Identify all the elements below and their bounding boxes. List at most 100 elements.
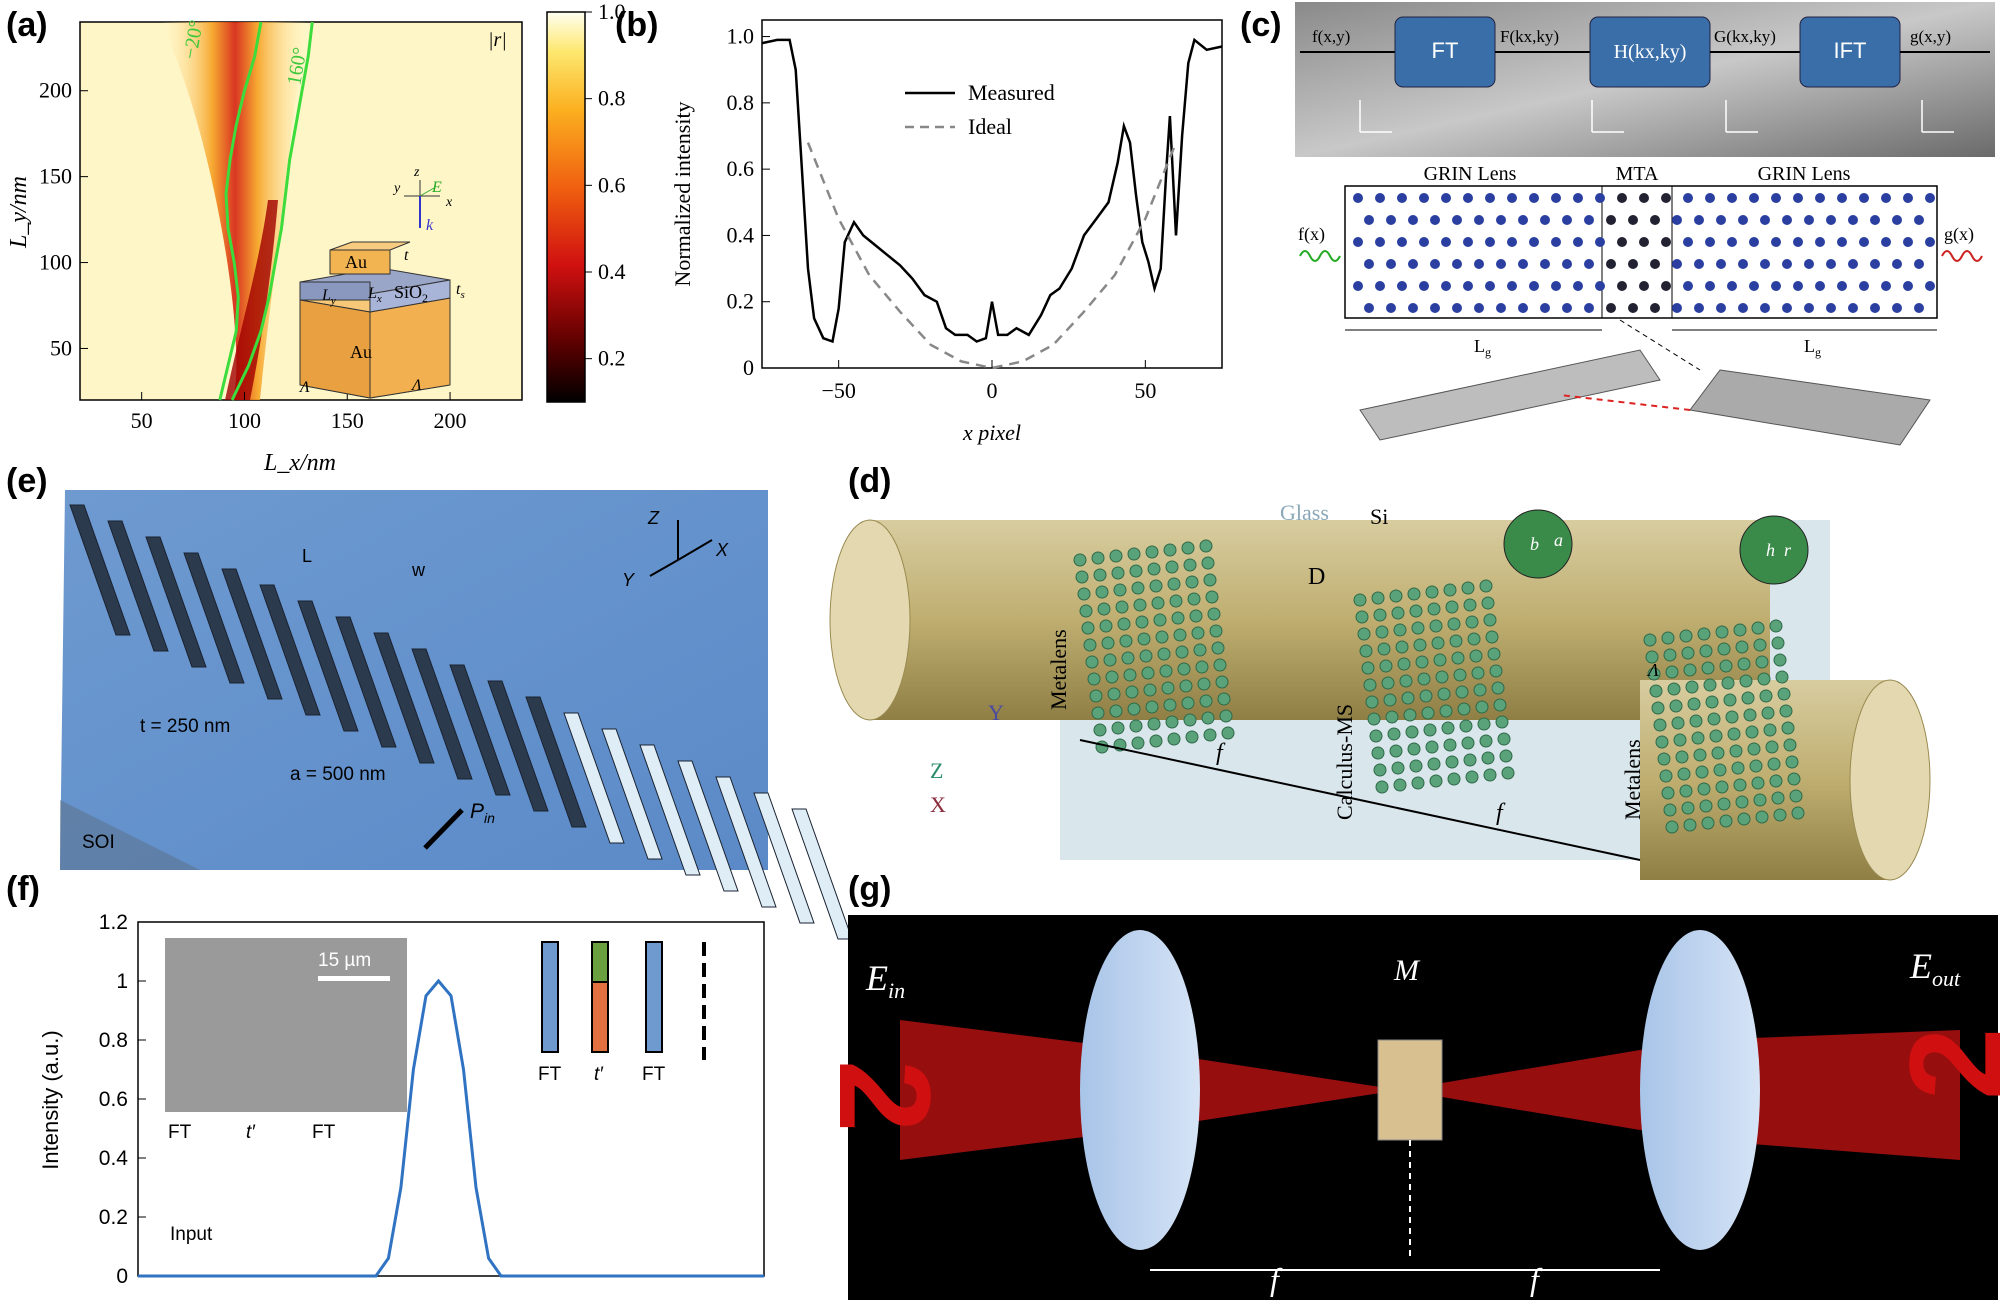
- grating-slot: [69, 504, 131, 636]
- metasurface-pillar: [1499, 749, 1513, 763]
- metasurface-pillar: [1189, 609, 1203, 623]
- panel-a-y-label: L_y/nm: [6, 176, 32, 249]
- metasurface-pillar: [1477, 717, 1491, 731]
- lattice-atom: [1749, 237, 1759, 247]
- lattice-atom: [1892, 215, 1902, 225]
- output-glyph: 2: [1882, 1028, 2001, 1100]
- metasurface-pillar: [1097, 602, 1111, 616]
- metasurface-pillar: [1493, 698, 1507, 712]
- metasurface-pillar: [1445, 755, 1459, 769]
- lattice-atom: [1727, 237, 1737, 247]
- a-ytick-label: 150: [39, 164, 72, 189]
- metasurface-pillar: [1687, 697, 1701, 711]
- metasurface-pillar: [1433, 653, 1447, 667]
- b-xtick-label: 0: [987, 378, 998, 403]
- lattice-atom: [1650, 303, 1660, 313]
- metasurface-pillar: [1775, 670, 1789, 684]
- metasurface-pillar: [1157, 647, 1171, 661]
- lattice-atom: [1793, 237, 1803, 247]
- lattice-atom: [1716, 259, 1726, 269]
- b-xtick-label: −50: [821, 378, 855, 403]
- slot-width-label: w: [411, 560, 426, 580]
- metasurface-pillar: [1501, 766, 1515, 780]
- metasurface-pillar: [1715, 625, 1729, 639]
- metasurface-pillar: [1375, 780, 1389, 794]
- lattice-atom: [1617, 281, 1627, 291]
- lattice-atom: [1661, 193, 1671, 203]
- grating-slot: [639, 744, 701, 876]
- metasurface-pillar: [1757, 672, 1771, 686]
- metasurface-pillar: [1699, 799, 1713, 813]
- lattice-atom: [1540, 303, 1550, 313]
- lattice-atom: [1793, 281, 1803, 291]
- lattice-atom: [1661, 281, 1671, 291]
- a-xtick-label: 200: [434, 408, 467, 433]
- panel-f-series: [138, 978, 764, 1278]
- lattice-atom: [1815, 237, 1825, 247]
- lattice-atom: [1771, 193, 1781, 203]
- grating-slot: [753, 792, 815, 924]
- metasurface-pillar: [1735, 795, 1749, 809]
- metasurface-pillar: [1217, 692, 1231, 706]
- metasurface-pillar: [1737, 657, 1751, 671]
- lattice-atom: [1672, 259, 1682, 269]
- metasurface-pillar: [1667, 682, 1681, 696]
- lattice-atom: [1430, 215, 1440, 225]
- metasurface-pillar: [1661, 786, 1675, 800]
- lattice-atom: [1584, 259, 1594, 269]
- metasurface-pillar: [1479, 579, 1493, 593]
- lattice-atom: [1595, 281, 1605, 291]
- metasurface-pillar: [1421, 706, 1435, 720]
- metasurface-pillar: [1383, 693, 1397, 707]
- cylinder-right-face: [1849, 679, 1931, 881]
- lattice-atom: [1408, 215, 1418, 225]
- metasurface-pillar: [1167, 732, 1181, 746]
- lattice-atom: [1485, 281, 1495, 291]
- lattice-atom: [1837, 237, 1847, 247]
- metasurface-pillar: [1207, 607, 1221, 621]
- grating-slot: [183, 552, 245, 684]
- inset-structure: Au SiO2 Au t ts Lx Ly Λ Λ z y x E k: [298, 165, 465, 399]
- metasurface-pillar: [1487, 647, 1501, 661]
- metasurface-pillars: [1073, 539, 1805, 834]
- scale-bar-label: 15 µm: [318, 950, 371, 971]
- metasurface-pillar: [1129, 564, 1143, 578]
- b-ytick-label: 0.6: [727, 156, 755, 181]
- metasurface-pillar: [1693, 748, 1707, 762]
- metasurface-pillar: [1203, 573, 1217, 587]
- metasurface-pillar: [1199, 694, 1213, 708]
- M-label: M: [1393, 954, 1421, 987]
- lattice-atom: [1606, 259, 1616, 269]
- panel-d: (d) Glass Si D Metalens Calculus-MS Meta…: [829, 462, 1931, 881]
- lattice-atom: [1606, 303, 1616, 313]
- lattice-atom: [1529, 193, 1539, 203]
- metasurface-pillar: [1113, 583, 1127, 597]
- slot-length-label: L: [302, 546, 312, 566]
- period-label: a = 500 nm: [290, 764, 386, 785]
- metasurface-pillar: [1779, 704, 1793, 718]
- metasurface-pillar: [1715, 780, 1729, 794]
- lattice-atom: [1397, 193, 1407, 203]
- metasurface-pillar: [1723, 693, 1737, 707]
- axis-X-d: X: [930, 792, 946, 817]
- metasurface-pillar: [1203, 728, 1217, 742]
- lattice-atom: [1804, 215, 1814, 225]
- metasurface-pillar: [1441, 721, 1455, 735]
- metasurface-pillar: [1497, 732, 1511, 746]
- metasurface-pillar: [1701, 816, 1715, 830]
- lattice-atom: [1474, 215, 1484, 225]
- metasurface-pillar: [1489, 664, 1503, 678]
- glass-label: Glass: [1280, 500, 1329, 525]
- lattice-atom: [1562, 259, 1572, 269]
- axis-Y-d: Y: [988, 700, 1004, 725]
- metasurface-pillar: [1143, 683, 1157, 697]
- lattice-atom: [1771, 237, 1781, 247]
- metasurface-pillar: [1081, 621, 1095, 635]
- lattice-atom: [1353, 193, 1363, 203]
- lattice-atom: [1881, 237, 1891, 247]
- lattice-atom: [1375, 281, 1385, 291]
- metasurface-pillar: [1415, 655, 1429, 669]
- metasurface-pillar: [1145, 700, 1159, 714]
